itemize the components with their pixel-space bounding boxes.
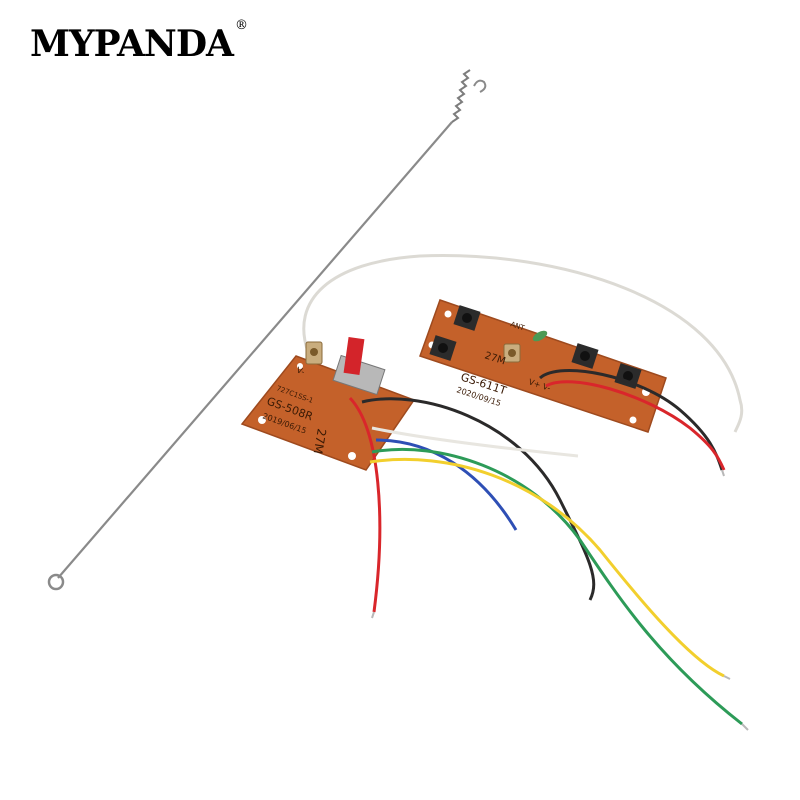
rx-wire-green [371, 447, 743, 726]
rx-slide-switch [332, 337, 386, 396]
rx-wire-white [371, 426, 579, 458]
brand-logo: MYPANDA® [30, 19, 248, 65]
rx-wire-yellow [369, 458, 725, 678]
tx-button-4 [614, 363, 642, 389]
antenna-ring [47, 573, 65, 591]
tx-button-1 [453, 305, 481, 331]
tx-button-3 [571, 343, 599, 369]
tx-wire-red [545, 380, 726, 471]
registered-mark: ® [235, 18, 248, 33]
tx-button-2 [429, 335, 457, 361]
antenna-hook [473, 79, 487, 93]
antenna-wire-white [302, 254, 744, 433]
rx-pin-label: V- [295, 365, 306, 376]
antenna-spring [451, 69, 471, 123]
rx-wire-red [348, 396, 382, 613]
antenna [47, 69, 487, 591]
brand-name: MYPANDA [30, 23, 234, 65]
tx-inductor [532, 330, 548, 342]
transmitter-board: GS-611T 2020/09/15 27M ANT V+ V- [419, 299, 667, 433]
rx-frequency-label: 27M [311, 427, 329, 455]
rx-wire-black [361, 397, 596, 601]
